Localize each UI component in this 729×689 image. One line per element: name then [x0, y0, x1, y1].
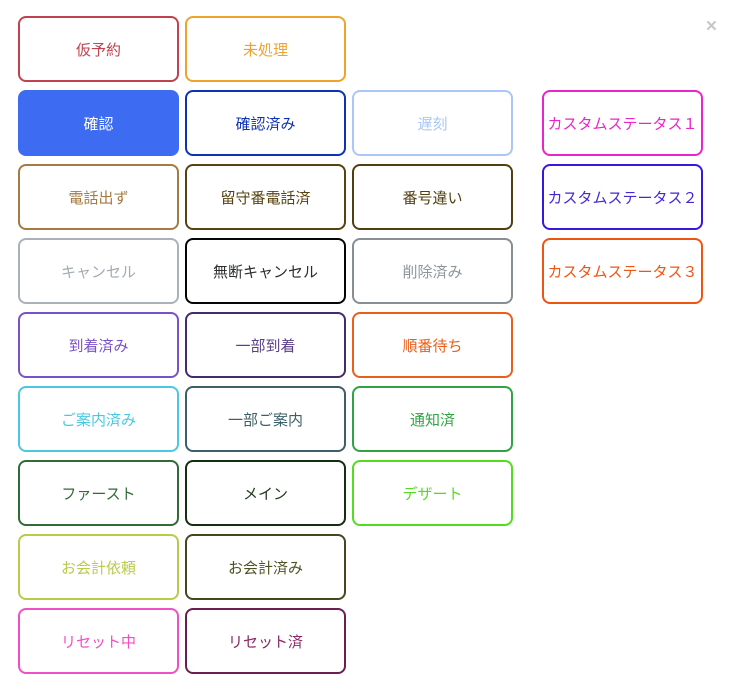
- status-button-partially-seated[interactable]: 一部ご案内: [185, 386, 346, 452]
- status-button-confirm[interactable]: 確認: [18, 90, 179, 156]
- status-button-dessert[interactable]: デザート: [352, 460, 513, 526]
- status-button-late[interactable]: 遅刻: [352, 90, 513, 156]
- status-grid: 仮予約未処理確認確認済み遅刻カスタムステータス１ 電話出ず留守番電話済番号違いカス…: [18, 16, 703, 674]
- status-button-resetting[interactable]: リセット中: [18, 608, 179, 674]
- status-button-unprocessed[interactable]: 未処理: [185, 16, 346, 82]
- status-button-first-course[interactable]: ファースト: [18, 460, 179, 526]
- status-button-cancel[interactable]: キャンセル: [18, 238, 179, 304]
- status-button-notified[interactable]: 通知済: [352, 386, 513, 452]
- status-button-reset-done[interactable]: リセット済: [185, 608, 346, 674]
- status-button-confirmed[interactable]: 確認済み: [185, 90, 346, 156]
- status-button-provisional-reservation[interactable]: 仮予約: [18, 16, 179, 82]
- status-button-no-phone-answer[interactable]: 電話出ず: [18, 164, 179, 230]
- status-button-main-course[interactable]: メイン: [185, 460, 346, 526]
- status-button-seated[interactable]: ご案内済み: [18, 386, 179, 452]
- status-button-check-requested[interactable]: お会計依頼: [18, 534, 179, 600]
- status-button-custom-status-2[interactable]: カスタムステータス２: [542, 164, 703, 230]
- status-button-waiting-in-queue[interactable]: 順番待ち: [352, 312, 513, 378]
- status-button-arrived[interactable]: 到着済み: [18, 312, 179, 378]
- status-button-wrong-number[interactable]: 番号違い: [352, 164, 513, 230]
- status-button-deleted[interactable]: 削除済み: [352, 238, 513, 304]
- status-button-partially-arrived[interactable]: 一部到着: [185, 312, 346, 378]
- status-button-check-paid[interactable]: お会計済み: [185, 534, 346, 600]
- status-button-custom-status-1[interactable]: カスタムステータス１: [542, 90, 703, 156]
- status-button-voicemail-left[interactable]: 留守番電話済: [185, 164, 346, 230]
- close-icon[interactable]: ×: [705, 16, 717, 37]
- status-button-no-show-cancel[interactable]: 無断キャンセル: [185, 238, 346, 304]
- status-button-custom-status-3[interactable]: カスタムステータス３: [542, 238, 703, 304]
